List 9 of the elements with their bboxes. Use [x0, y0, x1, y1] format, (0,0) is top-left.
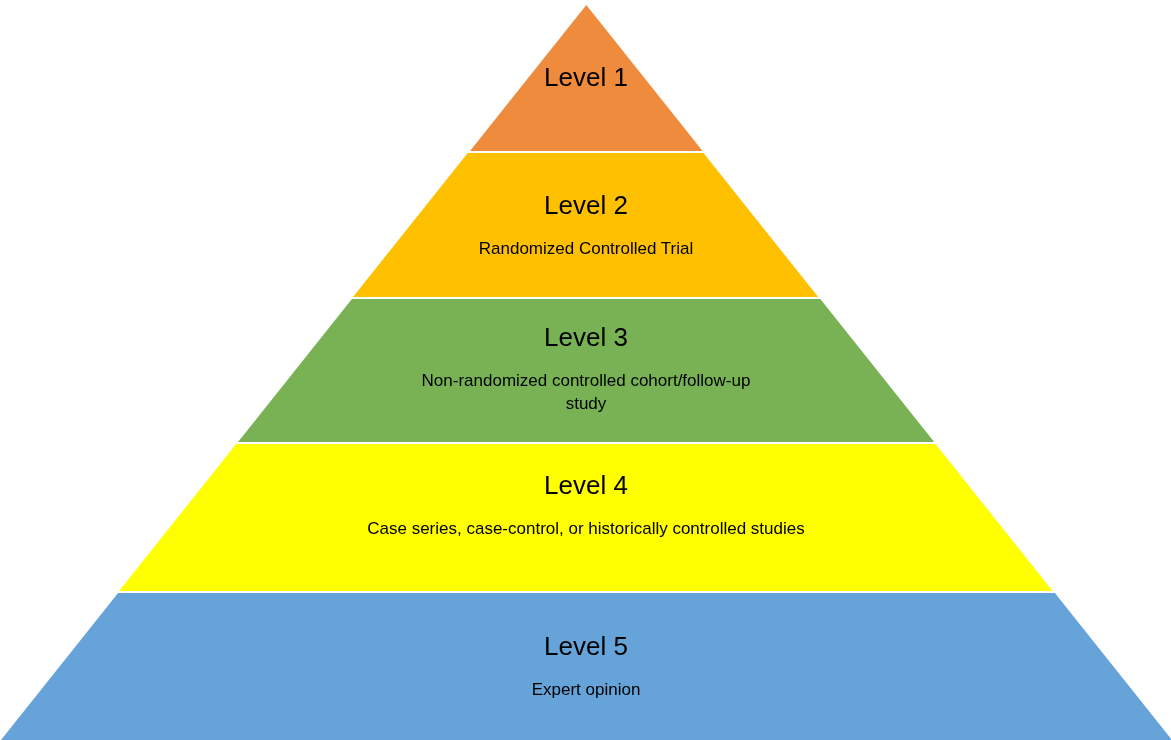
level-description: Case series, case-control, or historically controlled studies [367, 518, 805, 540]
level-heading: Level 5 [544, 630, 628, 662]
level-heading: Level 4 [544, 469, 628, 501]
level-heading: Level 2 [544, 189, 628, 221]
level-heading: Level 1 [544, 61, 628, 93]
level-description: Non-randomized controlled cohort/follow-up study [420, 370, 752, 415]
level-description: Expert opinion [531, 679, 641, 701]
level-heading: Level 3 [544, 321, 628, 353]
level-description: Randomized Controlled Trial [478, 238, 694, 260]
